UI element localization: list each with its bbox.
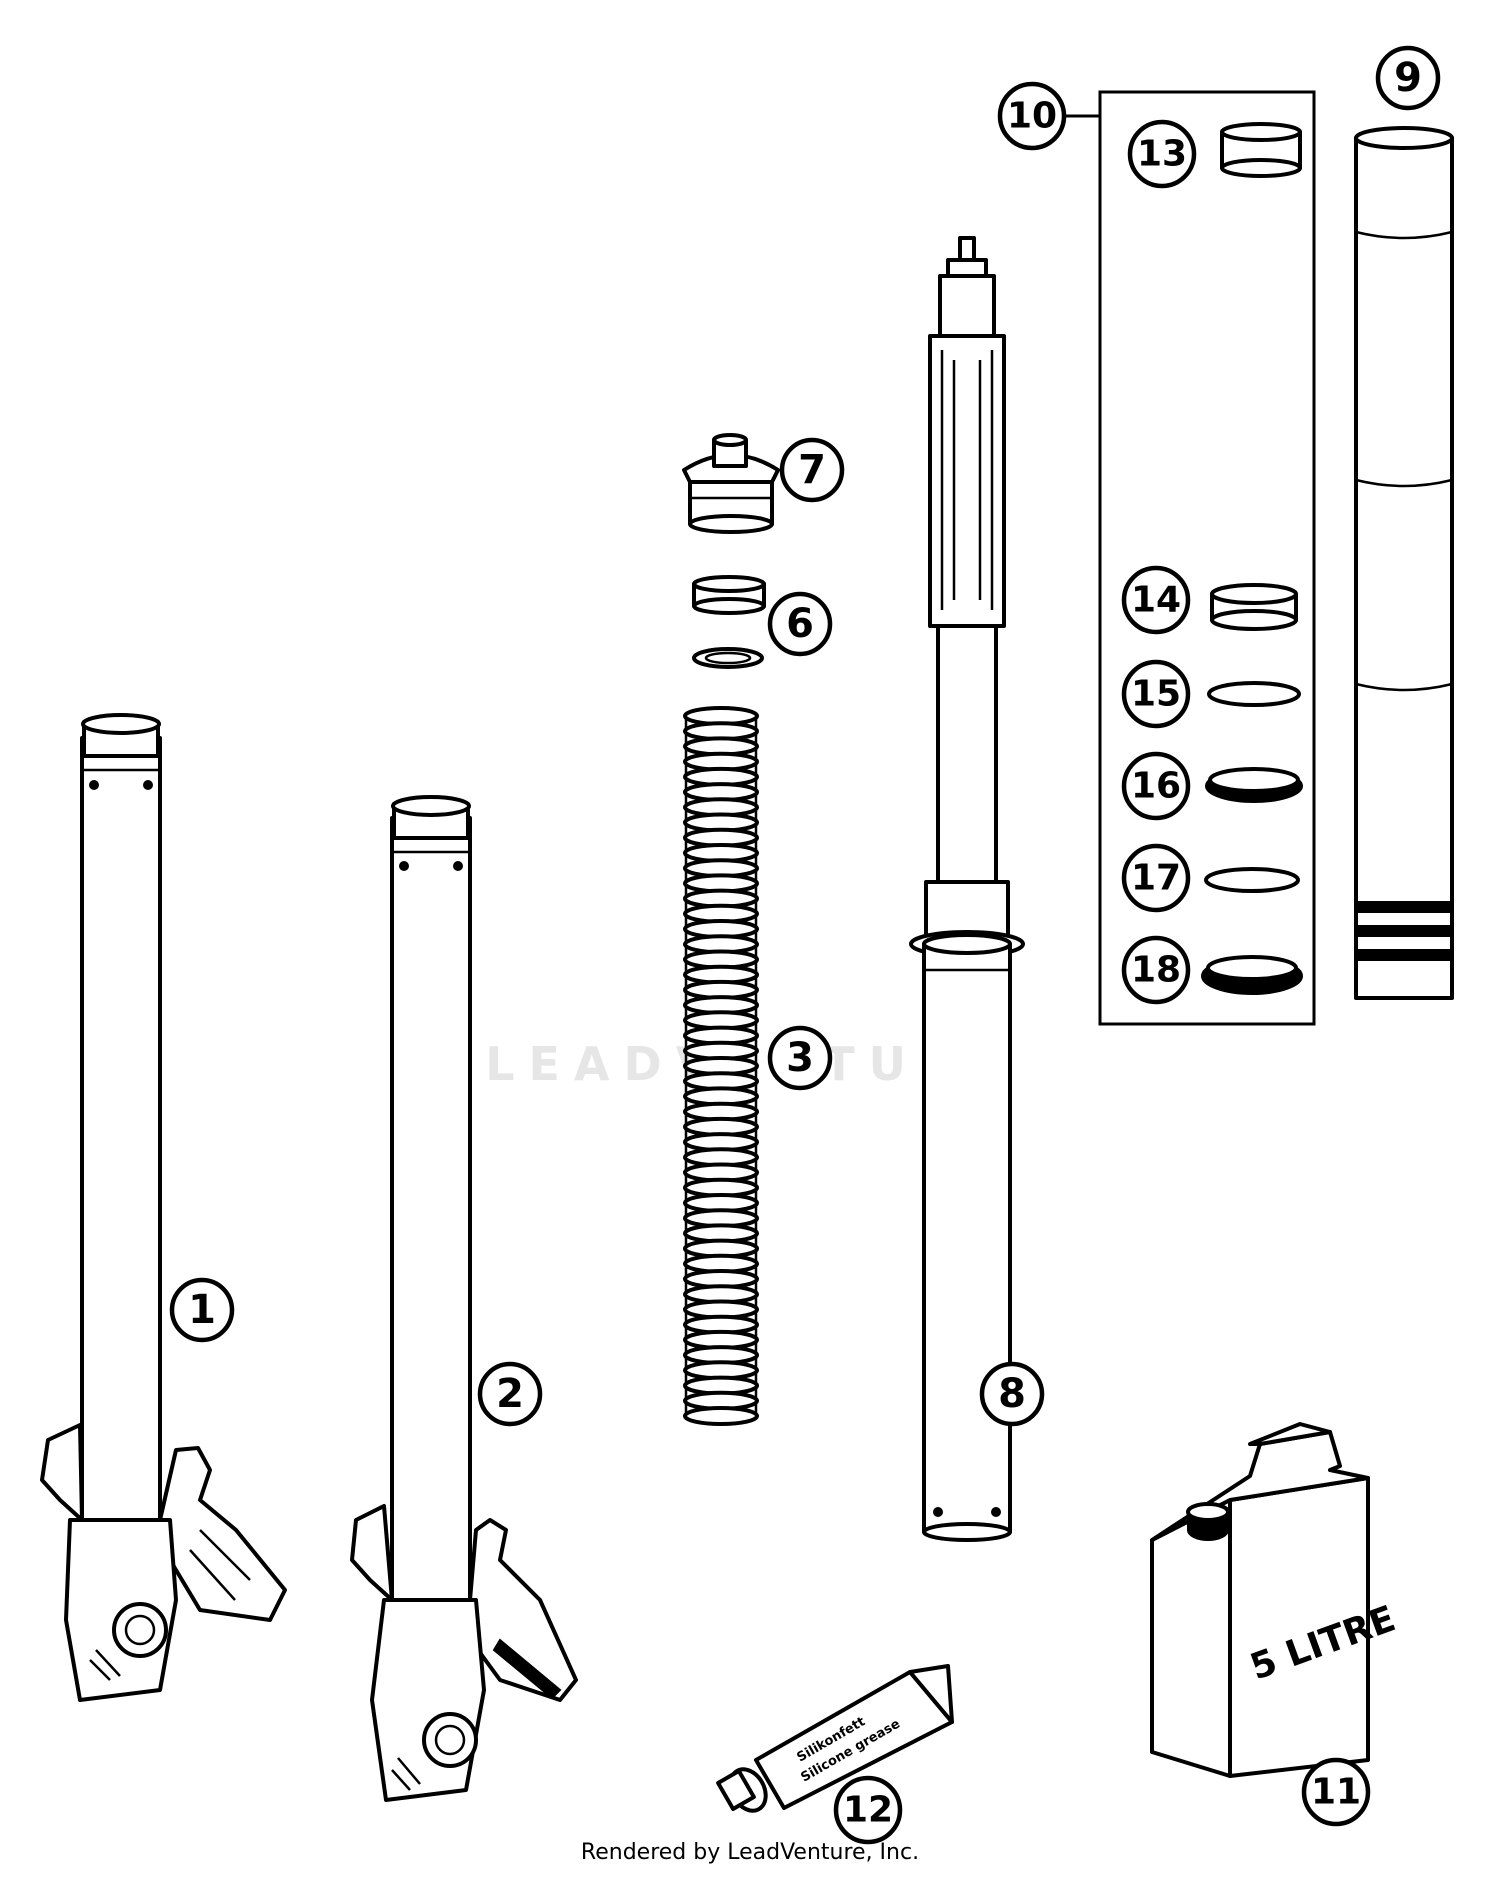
footer-credit: Rendered by LeadVenture, Inc.: [580, 1840, 920, 1865]
svg-text:10: 10: [1007, 96, 1057, 137]
part-14-bushing: [1210, 583, 1298, 631]
callout-15: 15: [1121, 659, 1191, 729]
callout-11: 11: [1301, 1757, 1371, 1827]
part-9-inner-tube: [1354, 126, 1454, 1000]
callout-17: 17: [1121, 843, 1191, 913]
part-1-outer-tube-left: [40, 713, 287, 1702]
part-7-fork-cap: [682, 433, 780, 534]
svg-text:1: 1: [188, 1287, 216, 1333]
svg-text:13: 13: [1137, 134, 1187, 175]
callout-10: 10: [997, 81, 1067, 151]
svg-text:15: 15: [1131, 674, 1181, 715]
part-18-dust-seal: [1201, 955, 1303, 995]
part-8-cartridge: [909, 236, 1025, 1542]
callout-14: 14: [1121, 565, 1191, 635]
callout-9: 9: [1375, 45, 1441, 111]
svg-text:8: 8: [998, 1371, 1026, 1417]
svg-text:7: 7: [798, 447, 826, 493]
callout-7: 7: [779, 437, 845, 503]
callout-8: 8: [979, 1361, 1045, 1427]
part-11-oil-can: 5 LITRE: [1150, 1422, 1401, 1778]
spring-coil: [683, 1406, 759, 1426]
svg-text:3: 3: [786, 1035, 814, 1081]
callout-12: 12: [833, 1775, 903, 1845]
part-10-repair-kit-box: [1066, 90, 1316, 1026]
callout-1: 1: [169, 1277, 235, 1343]
part-2-outer-tube-right: [350, 795, 578, 1802]
svg-text:18: 18: [1131, 950, 1181, 991]
part-16-seal: [1205, 767, 1303, 803]
part-15-ring: [1207, 681, 1301, 707]
svg-text:6: 6: [786, 601, 814, 647]
callout-3: 3: [767, 1025, 833, 1091]
svg-text:17: 17: [1131, 858, 1181, 899]
svg-text:11: 11: [1311, 1772, 1361, 1813]
svg-text:14: 14: [1131, 580, 1181, 621]
callout-6: 6: [767, 591, 833, 657]
part-17-ring: [1204, 867, 1300, 893]
callout-2: 2: [477, 1361, 543, 1427]
callout-16: 16: [1121, 751, 1191, 821]
part-12-grease-tube: Silikonfett Silicone grease: [716, 1664, 954, 1813]
part-13-bushing: [1220, 122, 1302, 178]
callout-13: 13: [1127, 119, 1197, 189]
svg-text:16: 16: [1131, 766, 1181, 807]
part-6-spacer-washers: [692, 575, 766, 669]
part-3-spring: [683, 706, 759, 1426]
svg-text:2: 2: [496, 1371, 524, 1417]
svg-text:12: 12: [843, 1790, 893, 1831]
svg-text:9: 9: [1394, 55, 1422, 101]
callout-18: 18: [1121, 935, 1191, 1005]
